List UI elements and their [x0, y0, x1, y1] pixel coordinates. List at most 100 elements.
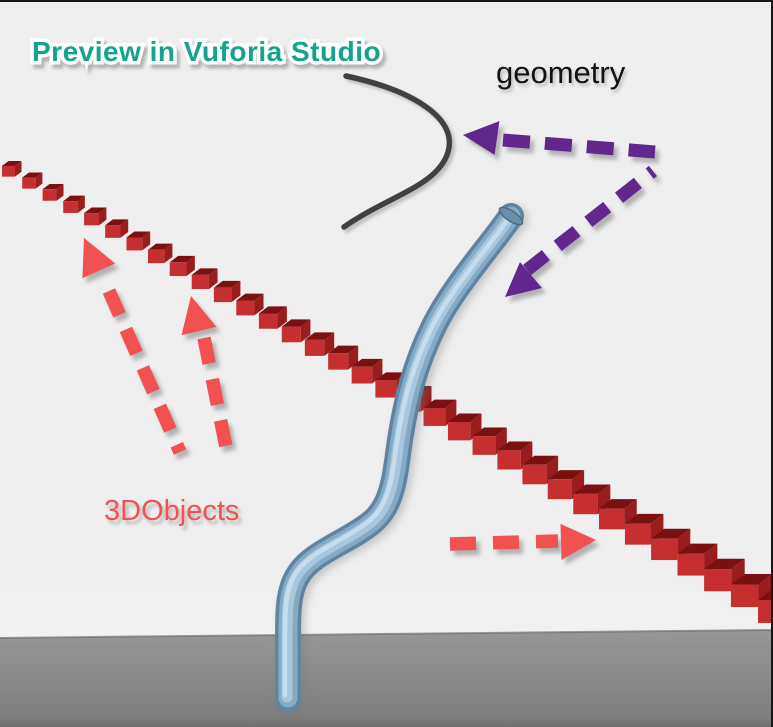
cube-top-face: [42, 184, 64, 190]
cube-front-face: [63, 201, 78, 213]
cube: [126, 231, 151, 251]
cube-top-face: [22, 172, 43, 178]
cube-side-face: [231, 280, 241, 303]
cube-side-face: [56, 184, 64, 201]
cube-front-face: [258, 313, 278, 329]
cube-top-face: [522, 455, 559, 465]
cube-side-face: [324, 332, 335, 356]
cube: [2, 161, 22, 177]
cube: [447, 413, 482, 441]
cube-front-face: [522, 464, 547, 485]
cube-top-face: [351, 358, 383, 367]
cube-top-face: [573, 484, 611, 494]
pipe-top-cap: [498, 206, 524, 226]
title-label: Preview in Vuforia Studio: [32, 36, 381, 67]
cube-front-face: [304, 339, 325, 356]
cube-side-face: [277, 306, 287, 329]
cube-side-face: [98, 207, 107, 226]
cube-front-face: [472, 436, 496, 455]
cube: [22, 172, 43, 189]
cube-front-face: [147, 249, 165, 264]
pipe-highlight: [282, 216, 511, 698]
cube-front-face: [423, 407, 446, 426]
cube-side-face: [142, 231, 151, 251]
cube-top-face: [472, 427, 507, 437]
cube-top-face: [730, 574, 773, 585]
cube-side-face: [186, 255, 195, 277]
cube-top-face: [191, 268, 218, 275]
pipe-model: [275, 203, 524, 712]
cube-top-face: [304, 332, 335, 340]
objects-arrow-right: [449, 523, 596, 560]
arrowhead-left-icon: [463, 121, 500, 155]
cube-front-face: [84, 213, 99, 226]
cube-front-face: [351, 366, 373, 384]
cube-top-face: [547, 470, 585, 480]
geometry-label: geometry: [496, 55, 626, 90]
cube-front-face: [191, 274, 209, 290]
objects-arrow-1: [82, 238, 187, 455]
cube-front-face: [730, 584, 759, 608]
cube-top-face: [236, 293, 264, 301]
objects-label: 3DObjects: [104, 495, 239, 527]
cube-front-face: [236, 300, 255, 316]
cube: [42, 184, 64, 201]
cube-front-face: [105, 225, 121, 238]
cube-front-face: [375, 380, 397, 398]
arrowhead-up-left-icon: [82, 238, 116, 279]
cube-side-face: [254, 293, 264, 316]
cube: [758, 589, 773, 623]
cube: [573, 484, 611, 515]
cube-front-face: [704, 569, 732, 592]
cube: [105, 219, 129, 238]
cube: [169, 255, 195, 277]
cube-side-face: [77, 195, 85, 213]
arrowhead-right-icon: [560, 523, 596, 560]
cube-front-face: [573, 493, 598, 515]
cube-top-face: [84, 207, 107, 214]
cube-front-face: [497, 450, 521, 470]
top-border: [0, 0, 773, 2]
cube: [84, 207, 107, 226]
cube: [624, 513, 664, 545]
cube-front-face: [126, 237, 143, 251]
cube-front-face: [213, 287, 232, 303]
cube: [147, 243, 173, 264]
cube-side-face: [164, 243, 173, 264]
cube-front-face: [624, 523, 651, 545]
cube-front-face: [677, 553, 705, 576]
cube-top-face: [423, 399, 457, 408]
floor-surface: [0, 630, 773, 727]
cube-front-face: [547, 479, 572, 500]
cube-top-face: [281, 319, 311, 327]
cube-side-face: [120, 219, 129, 238]
cube-side-face: [35, 172, 43, 189]
cube-top-face: [147, 243, 173, 250]
cube-side-face: [208, 268, 218, 290]
cube-top-face: [624, 513, 664, 524]
cube-front-face: [169, 262, 187, 277]
cube-top-face: [704, 558, 745, 570]
geometry-curve: [341, 73, 453, 230]
cube-front-face: [447, 421, 471, 441]
cube-front-face: [22, 177, 36, 189]
cube: [63, 195, 85, 213]
cube-front-face: [758, 600, 773, 623]
cube: [213, 280, 241, 303]
objects-arrow-2: [181, 296, 234, 454]
cube-front-face: [328, 353, 349, 370]
arrowhead-downleft-icon: [505, 262, 542, 297]
cube-top-face: [598, 499, 637, 509]
cube-front-face: [42, 189, 57, 201]
cube-top-face: [758, 589, 773, 600]
cube-side-face: [348, 345, 359, 370]
cube-side-face: [15, 161, 22, 177]
cube-chain: [2, 161, 773, 623]
cube: [304, 332, 335, 356]
cube-top-face: [328, 345, 359, 354]
cube-top-face: [213, 280, 241, 288]
cube: [351, 358, 383, 384]
cube-side-face: [300, 319, 311, 343]
ground-plane: [0, 629, 773, 727]
